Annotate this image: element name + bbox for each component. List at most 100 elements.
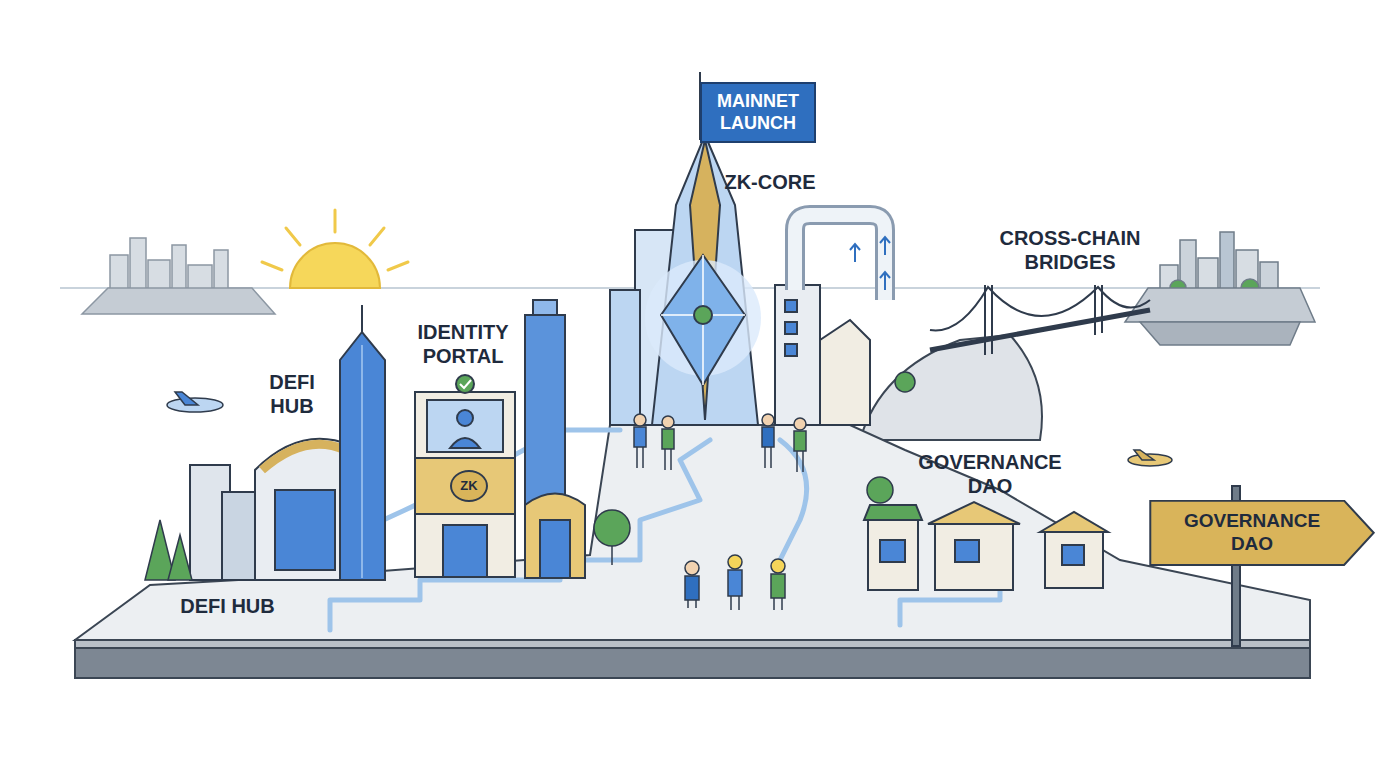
blue-tower-part	[533, 300, 557, 315]
houses-part	[1062, 545, 1084, 565]
ground-part	[75, 640, 1310, 648]
left-island-city-part	[214, 250, 228, 290]
identity-building-part	[443, 525, 487, 577]
left-island-city-part	[188, 265, 212, 290]
defi-curved-building-part	[275, 490, 335, 570]
identity-building	[415, 375, 515, 577]
sun-part-part	[286, 228, 300, 245]
center-buildings-part	[785, 322, 797, 334]
sun-part	[262, 210, 408, 270]
bridge-part	[930, 287, 1150, 330]
zk-emblem: ZK	[450, 470, 488, 502]
people	[634, 414, 806, 610]
identity-building-part	[427, 400, 503, 452]
people-part	[730, 596, 732, 610]
people-part	[773, 598, 775, 610]
right-island-city-part	[1125, 288, 1315, 322]
center-buildings-part	[785, 300, 797, 312]
people-part	[685, 561, 699, 575]
houses-part	[880, 540, 905, 562]
zk-core-pipe-part	[795, 215, 885, 300]
bridge-part	[984, 285, 986, 355]
ground-part	[860, 335, 1042, 440]
ground-paths-part	[330, 440, 710, 630]
left-island-city-part	[148, 260, 170, 290]
trees-part	[594, 510, 630, 546]
people-part	[634, 427, 646, 447]
planes-part	[1134, 450, 1154, 460]
arch-building-part	[540, 520, 570, 578]
crystal-tower-part	[694, 306, 712, 324]
zk-core-pipe	[795, 215, 890, 300]
defi-curved-building-part	[255, 439, 350, 580]
people-part	[728, 570, 742, 596]
trees-part	[611, 546, 613, 565]
people-part	[802, 451, 804, 472]
node-text: MAINNET LAUNCH	[714, 91, 802, 134]
sun-part-part	[262, 262, 282, 270]
zk-core-pipe-part	[850, 237, 890, 290]
defi-curved-building-part	[262, 444, 345, 470]
identity-building-part	[450, 438, 480, 448]
sign-shape-fill	[1150, 501, 1373, 565]
defi-skyscraper-part	[340, 332, 385, 580]
area-label: DEFI HUB	[160, 594, 295, 618]
people-part	[771, 574, 785, 598]
launch-flag: MAINNET LAUNCH	[700, 82, 816, 143]
area-label: ZK-CORE	[720, 170, 820, 194]
arch-building	[525, 494, 585, 579]
signpost-arrow: GOVERNANCE DAO	[1148, 500, 1376, 566]
crystal-tower-part	[661, 255, 745, 385]
center-buildings-part	[820, 320, 870, 425]
people-part	[662, 429, 674, 449]
houses-part	[928, 502, 1020, 524]
right-island-city	[1125, 232, 1315, 345]
center-buildings-part	[785, 344, 797, 356]
houses-part	[1045, 530, 1103, 588]
people-part	[738, 596, 740, 610]
sun-part-part	[370, 228, 384, 245]
identity-building-part	[415, 392, 515, 577]
ground-part	[75, 640, 1310, 678]
zk-core-pipe-part	[795, 215, 885, 300]
right-island-city-part	[1198, 258, 1218, 290]
node-text: ZK	[452, 472, 486, 500]
ground-paths-part	[900, 590, 1000, 625]
people-part	[642, 447, 644, 468]
crystal-tower-part	[661, 255, 745, 385]
people-part	[685, 576, 699, 600]
people-part	[695, 600, 697, 608]
people-part	[664, 449, 666, 470]
houses-part	[864, 505, 922, 520]
sun-part	[290, 243, 380, 288]
left-island-city-part	[130, 238, 146, 290]
defi-skyscraper-part	[361, 305, 363, 332]
node-text: GOVERNANCE DAO	[1162, 510, 1342, 556]
bridge	[930, 285, 1150, 355]
people-part	[771, 559, 785, 573]
people-part	[781, 598, 783, 610]
sun	[262, 210, 408, 288]
houses-part	[1040, 512, 1108, 532]
people-part	[764, 447, 766, 468]
people-part	[634, 414, 646, 426]
right-island-city-part	[1220, 232, 1234, 290]
identity-building-part	[457, 410, 473, 426]
left-island-city-part	[82, 288, 275, 314]
trees-part	[895, 372, 915, 392]
area-label: GOVERNANCE DAO	[895, 450, 1085, 498]
identity-building-part	[456, 375, 474, 393]
planes-part	[175, 392, 198, 405]
ground-paths-part	[780, 440, 807, 560]
trees-part	[867, 477, 893, 503]
people-part	[762, 414, 774, 426]
right-island-city-part	[1140, 322, 1300, 345]
trees-part	[168, 535, 192, 580]
ground-part	[75, 425, 1310, 640]
identity-building-part	[415, 458, 515, 514]
cylinder-buildings	[190, 465, 260, 580]
houses-part	[955, 540, 979, 562]
people-part	[728, 555, 742, 569]
